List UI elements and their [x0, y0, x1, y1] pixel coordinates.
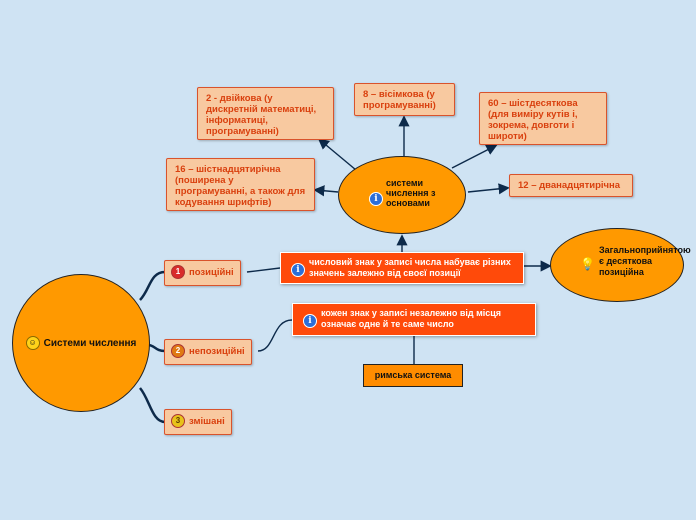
- branch-positional-label: позиційні: [189, 267, 234, 278]
- common-note-label: Загальноприйнятою є десяткова позиційна: [599, 245, 691, 277]
- nonpositional-note-text: кожен знак у записі незалежно від місця …: [321, 308, 502, 329]
- lightbulb-icon: 💡: [580, 257, 595, 271]
- roman-system-node[interactable]: римська система: [363, 364, 463, 387]
- branch-nonpositional-label: непозиційні: [189, 346, 245, 357]
- info-icon: i: [369, 192, 383, 206]
- base-duodecimal[interactable]: 12 – дванадцятирічна: [509, 174, 633, 197]
- base-sexagesimal-text: 60 – шістдесяткова (для виміру кутів і, …: [488, 98, 578, 142]
- root-label: Системи числення: [43, 337, 137, 349]
- positional-note[interactable]: i числовий знак у записі числа набуває р…: [280, 252, 524, 284]
- base-binary-text: 2 - двійкова (у дискретній математиці, і…: [206, 93, 317, 137]
- base-hex[interactable]: 16 – шістнадцятирічна (поширена у програ…: [166, 158, 315, 211]
- branch-nonpositional[interactable]: 2 непозиційні: [164, 339, 252, 365]
- root-topic[interactable]: ☺ Системи числення: [12, 274, 150, 412]
- base-hex-text: 16 – шістнадцятирічна (поширена у програ…: [175, 164, 306, 208]
- base-duodecimal-text: 12 – дванадцятирічна: [518, 180, 621, 191]
- priority-3-icon: 3: [171, 414, 185, 429]
- base-octal-text: 8 – вісімкова (у програмуванні): [363, 89, 436, 111]
- priority-2-icon: 2: [171, 344, 185, 359]
- nonpositional-note[interactable]: i кожен знак у записі незалежно від місц…: [292, 303, 536, 336]
- branch-positional[interactable]: 1 позиційні: [164, 260, 241, 286]
- bases-hub-label: системи числення з основами: [386, 178, 436, 208]
- roman-system-label: римська система: [374, 370, 452, 380]
- positional-note-text: числовий знак у записі числа набуває різ…: [309, 257, 511, 278]
- base-binary[interactable]: 2 - двійкова (у дискретній математиці, і…: [197, 87, 334, 140]
- base-octal[interactable]: 8 – вісімкова (у програмуванні): [354, 83, 455, 116]
- smiley-icon: ☺: [25, 336, 40, 350]
- branch-mixed[interactable]: 3 змішані: [164, 409, 232, 435]
- common-note[interactable]: 💡 Загальноприйнятою є десяткова позиційн…: [550, 228, 691, 302]
- info-icon: i: [291, 263, 305, 277]
- info-icon: i: [303, 314, 317, 328]
- branch-mixed-label: змішані: [189, 416, 225, 427]
- base-sexagesimal[interactable]: 60 – шістдесяткова (для виміру кутів і, …: [479, 92, 607, 145]
- priority-1-icon: 1: [171, 265, 185, 280]
- bases-hub[interactable]: i системи числення з основами: [338, 156, 466, 234]
